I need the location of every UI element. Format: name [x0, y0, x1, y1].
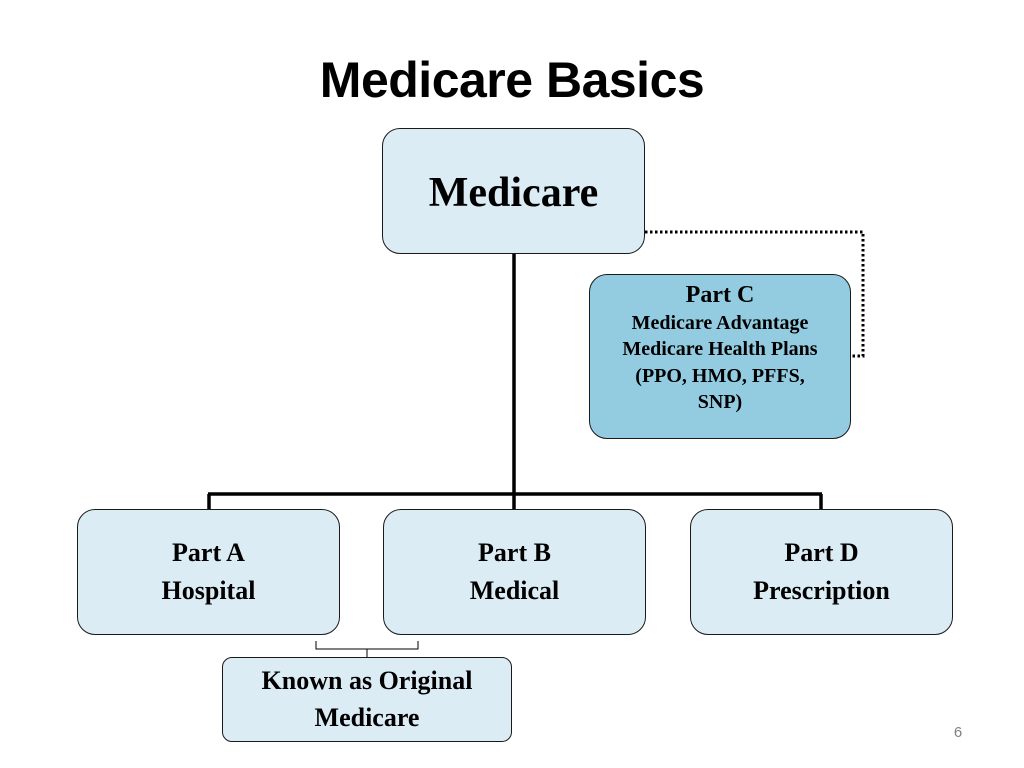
original-medicare-box: Known as Original Medicare [222, 657, 512, 742]
part-a-desc: Hospital [161, 576, 256, 605]
part-a-box: Part A Hospital [77, 509, 340, 635]
original-medicare-line-1: Known as Original [261, 665, 473, 695]
medicare-root-label: Medicare [428, 170, 599, 216]
part-b-desc: Medical [469, 576, 560, 605]
part-c-title: Part C [685, 282, 755, 308]
part-c-line-4: SNP) [697, 390, 743, 413]
original-medicare-bracket [315, 641, 419, 657]
original-medicare-line-2: Medicare [314, 702, 420, 732]
part-a-name: Part A [172, 538, 245, 568]
part-d-desc: Prescription [753, 576, 890, 605]
page-number: 6 [953, 724, 963, 741]
part-c-line-3: (PPO, HMO, PFFS, [635, 364, 805, 387]
part-d-box: Part D Prescription [690, 509, 953, 635]
part-c-dotted-connector [645, 230, 865, 358]
part-d-name: Part D [784, 538, 859, 568]
slide-title: Medicare Basics [319, 52, 705, 108]
medicare-root-box: Medicare [382, 128, 645, 254]
part-c-line-1: Medicare Advantage [631, 311, 809, 334]
part-c-box: Part C Medicare Advantage Medicare Healt… [589, 274, 851, 439]
part-c-line-2: Medicare Health Plans [622, 338, 818, 361]
part-b-name: Part B [478, 538, 551, 568]
part-b-box: Part B Medical [383, 509, 646, 635]
